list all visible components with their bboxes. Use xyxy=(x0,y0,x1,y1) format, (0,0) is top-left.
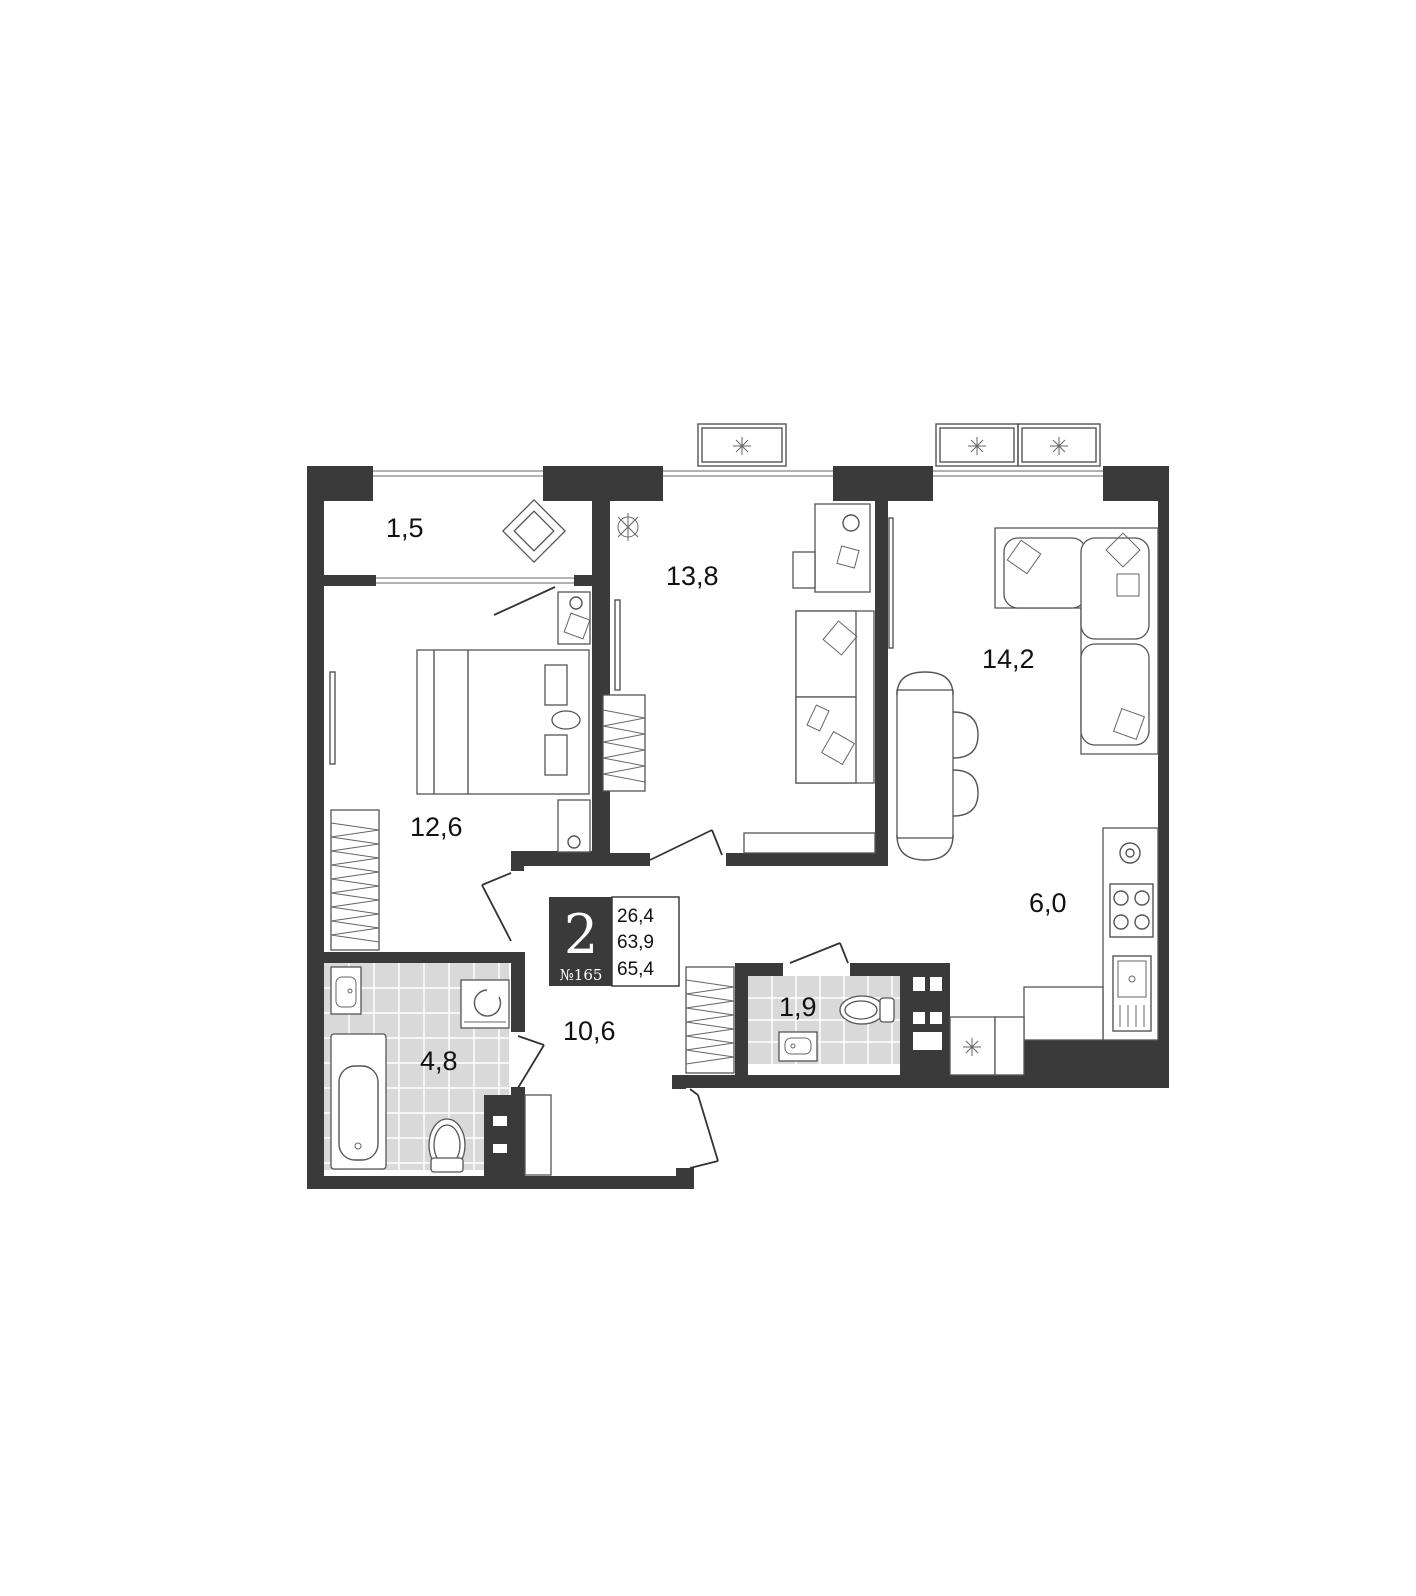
wardrobe-icon xyxy=(330,809,380,951)
living-area: 26,4 xyxy=(617,906,654,927)
room-area-bedroom: 12,6 xyxy=(410,812,463,842)
stove-icon xyxy=(1109,883,1154,938)
snowflake-icon xyxy=(1050,437,1068,455)
chest-of-drawers-icon xyxy=(743,832,876,854)
snowflake-icon xyxy=(733,437,751,455)
snowflake-icon xyxy=(968,437,986,455)
snowflake-icon xyxy=(963,1038,981,1056)
rooms-count-box xyxy=(549,897,612,986)
nightstand-icon xyxy=(557,591,591,645)
walls xyxy=(307,466,1169,1189)
washing-machine-icon xyxy=(460,979,510,1029)
shoe-cabinet-icon xyxy=(524,1094,552,1176)
radiator-icon xyxy=(329,671,336,765)
tv-icon xyxy=(614,599,621,691)
room-area-bathroom: 4,8 xyxy=(420,1046,458,1076)
service-shafts xyxy=(493,977,942,1153)
toilet-bowl-icon xyxy=(839,995,895,1025)
room-area-loggia: 1,5 xyxy=(386,513,424,543)
bathtub-icon xyxy=(330,1033,387,1170)
area-stats-box xyxy=(611,896,680,987)
tv-icon xyxy=(888,517,894,649)
apartment-badge: 2 №165 26,4 63,9 65,4 xyxy=(549,896,680,987)
dining-table-icon xyxy=(896,671,979,861)
rooms-count: 2 xyxy=(564,903,598,966)
plant-icon xyxy=(617,513,639,541)
washbasin-icon xyxy=(330,966,362,1015)
desk-icon xyxy=(792,503,871,593)
room-area-kitchen: 6,0 xyxy=(1029,888,1067,918)
kettle-icon xyxy=(1119,842,1141,864)
ac-units xyxy=(697,423,1101,467)
apartment-number: №165 xyxy=(560,966,603,984)
bed-icon xyxy=(416,649,590,795)
washbasin-icon xyxy=(778,1031,818,1062)
armchair-icon xyxy=(501,498,567,564)
room-area-toilet: 1,9 xyxy=(779,992,817,1022)
total-area-with-balcony: 65,4 xyxy=(617,959,654,980)
windows xyxy=(373,466,1103,586)
wardrobe-icon xyxy=(685,966,735,1074)
corner-sofa-icon xyxy=(994,527,1159,755)
room-area-room-2: 13,8 xyxy=(666,561,719,591)
refrigerator-icon xyxy=(949,1016,1025,1076)
wardrobe-icon xyxy=(602,694,646,792)
nightstand-icon xyxy=(557,799,591,853)
kitchen-sink-icon xyxy=(1112,955,1152,1032)
doors xyxy=(481,586,849,1169)
toilet-bowl-icon xyxy=(428,1118,466,1173)
room-area-hallway: 10,6 xyxy=(563,1016,616,1046)
kitchen-counter-icon xyxy=(1023,827,1159,1041)
room-area-living-room: 14,2 xyxy=(982,644,1035,674)
total-area: 63,9 xyxy=(617,932,654,953)
sofa-icon xyxy=(795,610,875,784)
room-area-labels: 1,5 12,6 13,8 14,2 6,0 10,6 4,8 1,9 xyxy=(386,513,1067,1076)
